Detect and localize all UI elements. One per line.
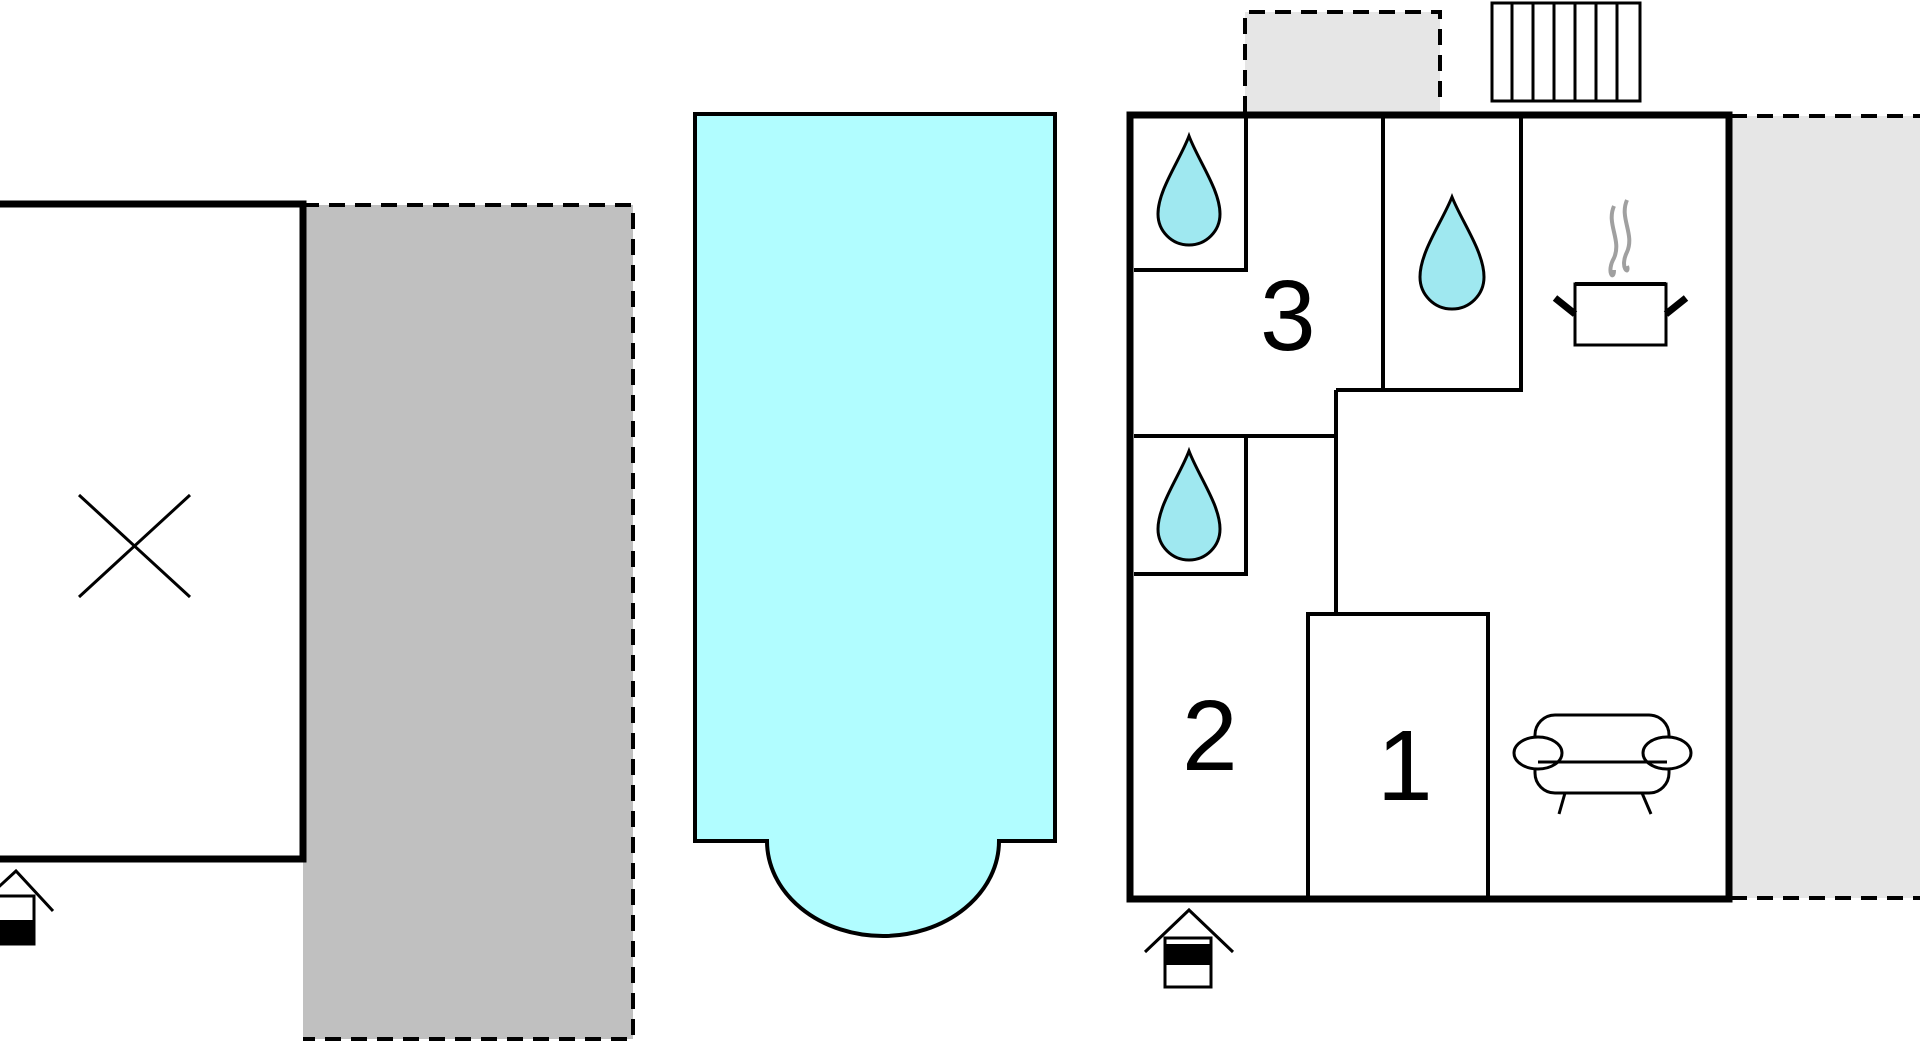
terrace-light-right — [1731, 116, 1920, 898]
room-label-1: 1 — [1377, 710, 1433, 822]
bathroom-drop-icon — [1156, 131, 1222, 247]
terrace-dark-dashed-border — [303, 203, 635, 1041]
entrance-house-icon — [1143, 907, 1235, 989]
terrace-dark — [303, 205, 633, 1039]
kitchen-pot-icon — [1552, 199, 1689, 347]
entrance-house-icon — [0, 868, 55, 946]
room-label-2: 2 — [1182, 680, 1238, 792]
internal-walls — [1134, 117, 1523, 897]
bathroom-drop-icon — [1418, 192, 1486, 311]
swimming-pool — [693, 112, 1057, 938]
left-building — [0, 200, 635, 1041]
terrace-light-top — [1245, 12, 1440, 114]
sofa-icon — [1512, 713, 1693, 815]
right-building: 3 2 1 — [1126, 1, 1920, 989]
closed-x-icon — [77, 493, 192, 599]
bathroom-drop-icon — [1156, 446, 1222, 562]
room-label-3: 3 — [1260, 260, 1316, 372]
stairs-icon — [1490, 1, 1642, 103]
